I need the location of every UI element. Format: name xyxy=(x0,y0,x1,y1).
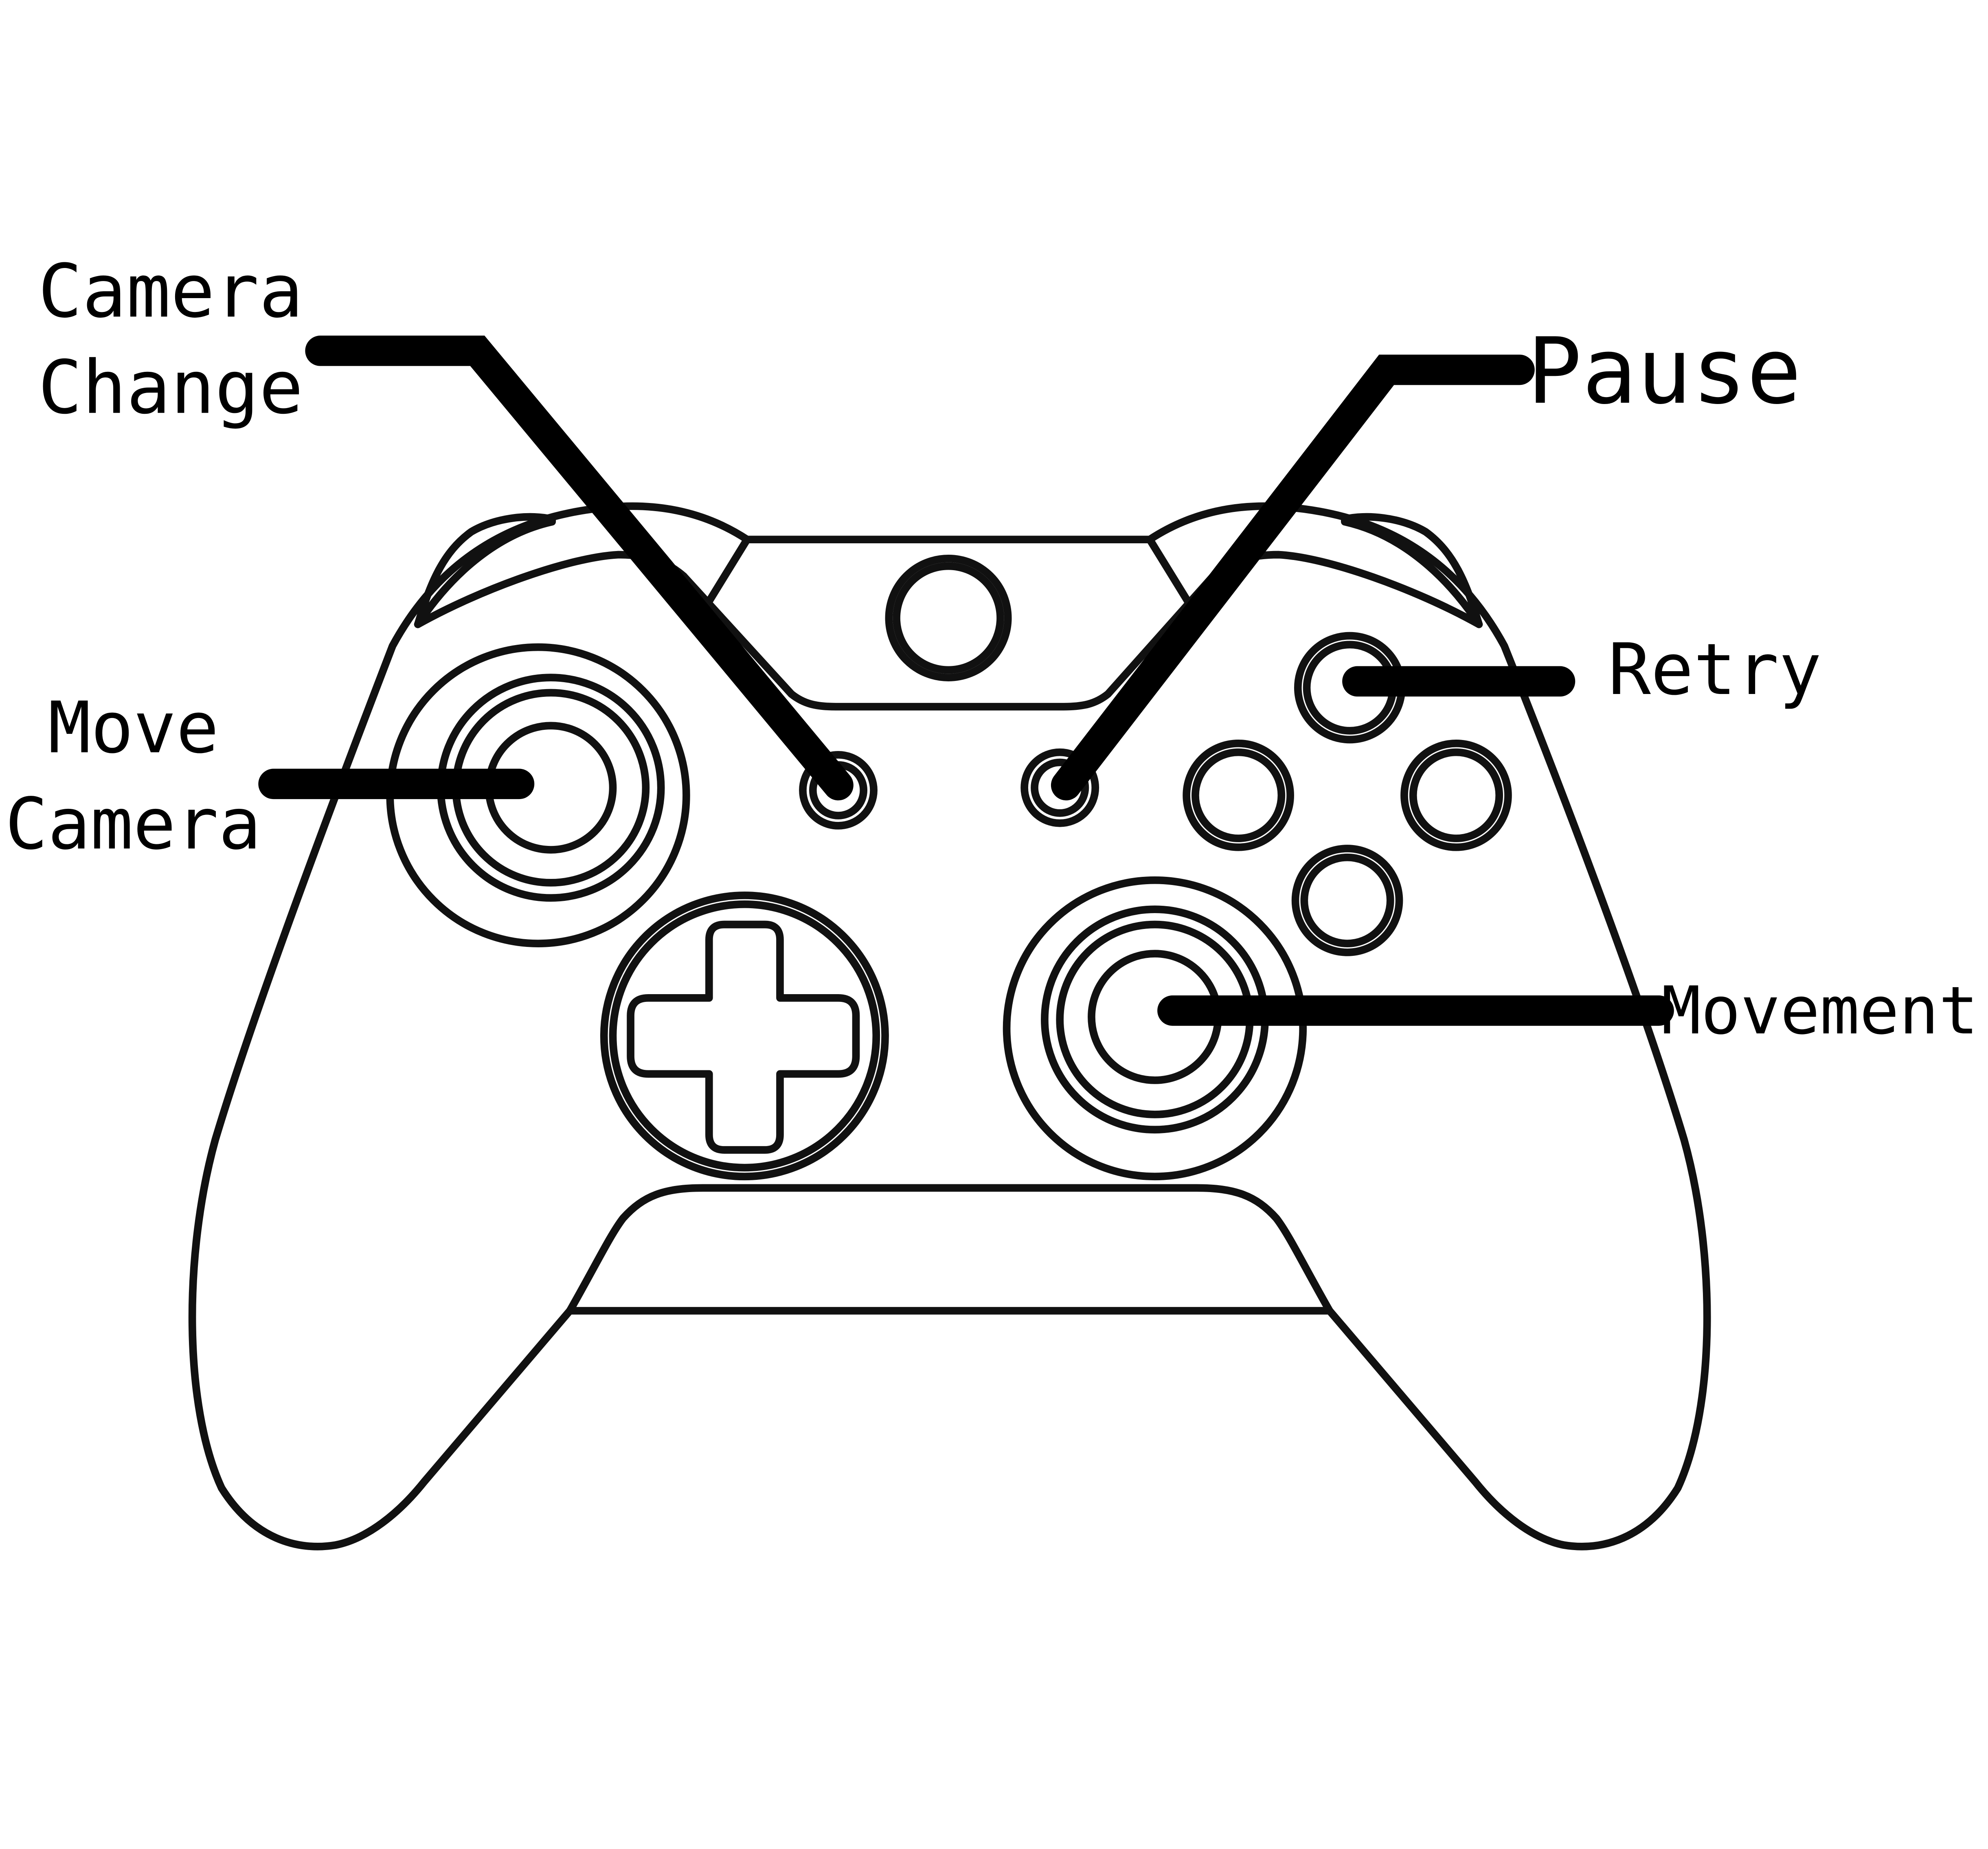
pause-label: Pause xyxy=(1527,318,1801,424)
menu-button xyxy=(1020,748,1099,827)
right-bumper xyxy=(1341,513,1483,628)
move-camera-line-2: Camera xyxy=(5,783,261,865)
right-stick xyxy=(1003,876,1307,1181)
controller-body xyxy=(188,502,1711,1550)
face-button-right xyxy=(1400,740,1512,851)
grip-arch xyxy=(566,1184,1334,1315)
left-bumper xyxy=(414,513,556,628)
camera-change-label: Camera Change xyxy=(38,248,347,430)
move-camera-line-1: Move xyxy=(48,687,219,769)
guide-recess xyxy=(680,536,1217,711)
dpad-cross xyxy=(627,920,860,1154)
dpad xyxy=(600,892,889,1181)
camera-change-line-2: Change xyxy=(38,345,303,430)
face-button-bottom xyxy=(1291,845,1403,956)
guide-button xyxy=(885,555,1012,681)
pause-leader xyxy=(1051,354,1535,801)
face-button-left xyxy=(1183,740,1294,851)
camera-change-leader xyxy=(305,336,854,801)
camera-change-line-1: Camera xyxy=(38,248,303,334)
move-camera-label: Move Camera xyxy=(5,687,261,865)
movement-label: Movement xyxy=(1661,973,1979,1049)
retry-label: Retry xyxy=(1608,628,1821,711)
controller-outline xyxy=(188,502,1711,1550)
